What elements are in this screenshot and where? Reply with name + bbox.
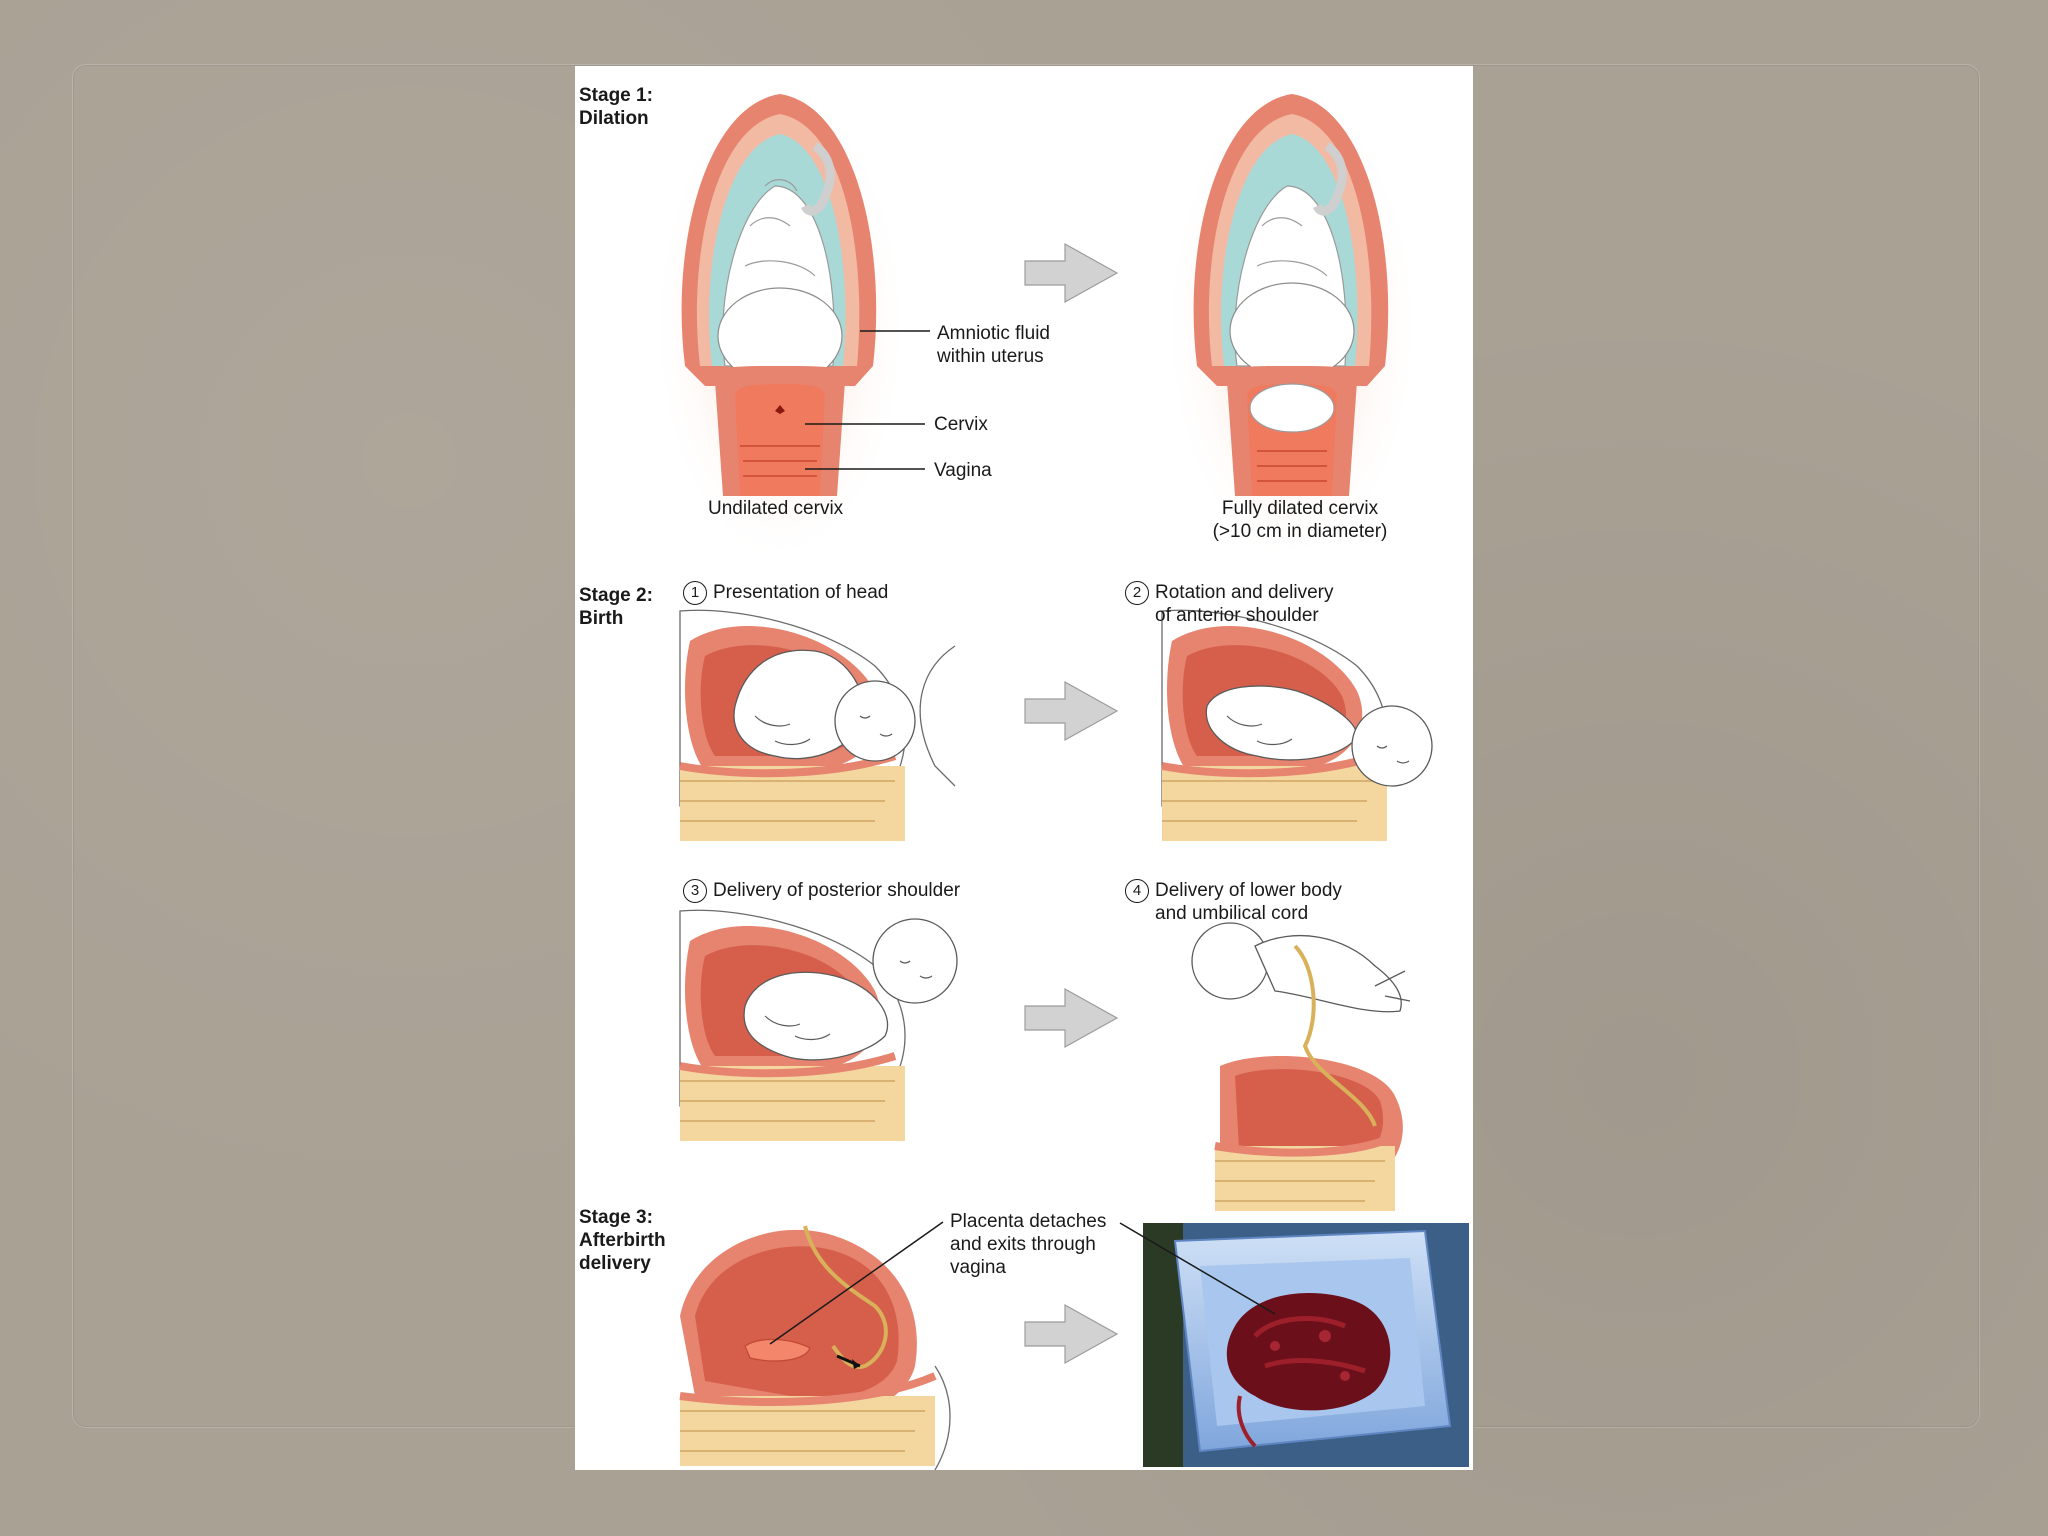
arrow-stage2-top [1024,680,1119,742]
uterus-undilated-illustration [650,81,930,571]
birth-stages-figure: Stage 1: Dilation Stage 2: Birth Stage 3… [575,66,1473,1470]
uterus-dilated-illustration [1162,81,1422,571]
figure-artwork [650,81,1469,1470]
birth-step3-illustration [679,909,958,1141]
birth-step4-illustration [1191,922,1411,1211]
label-placenta: Placenta detaches and exits through vagi… [950,1211,1107,1278]
birth-step1-illustration [679,609,956,846]
birth-step2-illustration [1161,609,1433,841]
stage3-title: Stage 3: Afterbirth delivery [579,1207,666,1274]
step3-text: Delivery of posterior shoulder [713,880,961,901]
step4-text: Delivery of lower body and umbilical cor… [1155,880,1342,924]
label-vagina: Vagina [934,460,992,481]
stage1-title: Stage 1: Dilation [579,85,653,129]
step4-number: 4 [1125,879,1149,903]
step2-text: Rotation and delivery of anterior should… [1155,582,1334,626]
step3-label: 3 Delivery of posterior shoulder [683,879,960,903]
label-cervix: Cervix [934,414,988,435]
label-amniotic-fluid: Amniotic fluid within uterus [937,323,1050,367]
step2-number: 2 [1125,581,1149,605]
stage2-title: Stage 2: Birth [579,585,653,629]
caption-fully-dilated-cervix: Fully dilated cervix (>10 cm in diameter… [1212,498,1388,542]
step1-label: 1 Presentation of head [683,581,888,605]
step3-number: 3 [683,879,707,903]
step2-label: 2 Rotation and delivery of anterior shou… [1125,581,1334,627]
arrow-stage2-bottom [1024,987,1119,1049]
arrow-stage3 [1024,1303,1119,1365]
step1-text: Presentation of head [713,582,889,603]
caption-undilated-cervix: Undilated cervix [708,498,844,519]
arrow-stage1 [1024,242,1119,304]
afterbirth-illustration [679,1221,951,1470]
placenta-photo [1119,1222,1469,1467]
step4-label: 4 Delivery of lower body and umbilical c… [1125,879,1342,925]
step1-number: 1 [683,581,707,605]
